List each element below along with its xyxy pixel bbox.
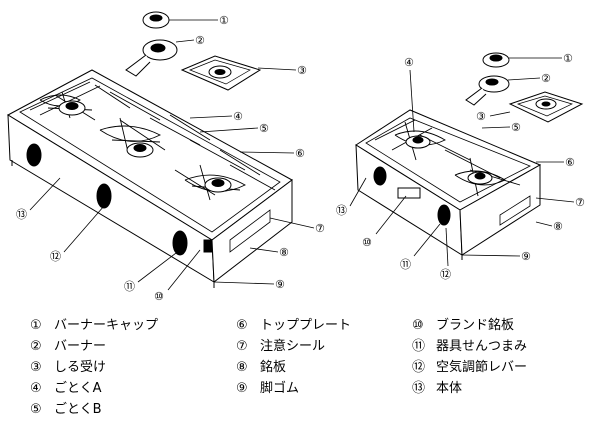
- callout-4-left: ④: [233, 110, 243, 123]
- body-side-left: [211, 179, 293, 283]
- callout-13-left: ⑬: [16, 208, 27, 221]
- air-lever-left-3: [172, 230, 188, 256]
- callout-3-left: ③: [297, 64, 307, 77]
- callout-2-right: ②: [541, 72, 551, 85]
- callout-8-right: ⑧: [553, 220, 563, 233]
- body-side-right: [459, 164, 541, 256]
- burner-left-1: [58, 100, 86, 116]
- callout-10-left: ⑩: [154, 290, 164, 303]
- legend-item-11: ⑪ 器具せんつまみ: [412, 339, 527, 355]
- callout-11-right: ⑪: [400, 258, 411, 271]
- burner-left-2: [126, 142, 154, 158]
- legend-item-6: ⑥ トッププレート: [236, 318, 351, 334]
- legend-num: ⑤: [30, 402, 42, 417]
- legend-label: 銘板: [260, 360, 287, 375]
- legend-num: ⑫: [412, 360, 426, 375]
- callout-10-right: ⑩: [362, 236, 372, 249]
- callout-7-left: ⑦: [315, 222, 325, 235]
- burner-right-2: [467, 171, 493, 185]
- legend-item-2: ② バーナー: [30, 339, 106, 355]
- burner-left-3: [204, 177, 232, 193]
- legend-item-9: ⑨ 脚ゴム: [236, 381, 299, 397]
- legend-num: ⑥: [236, 318, 248, 333]
- legend-num: ④: [30, 381, 42, 396]
- drip-pan-right: [508, 91, 584, 123]
- callout-8-left: ⑧: [279, 246, 289, 259]
- legend-num: ②: [30, 339, 42, 354]
- legend-num: ⑨: [236, 381, 248, 396]
- callout-5-right: ⑤: [511, 121, 521, 134]
- callout-6-right: ⑥: [565, 156, 575, 169]
- three-burner-stove: [6, 11, 293, 288]
- legend-item-10: ⑩ ブランド銘板: [412, 318, 514, 334]
- legend-label: 脚ゴム: [260, 381, 300, 396]
- drip-pan-left: [180, 55, 262, 91]
- legend-num: ⑧: [236, 360, 248, 375]
- air-lever-left-1: [26, 143, 42, 167]
- burner-cap-right: [482, 52, 510, 68]
- legend-label: ブランド銘板: [436, 318, 515, 333]
- callout-1-right: ①: [563, 52, 573, 65]
- callout-2-left: ②: [195, 34, 205, 47]
- legend-label: トッププレート: [260, 318, 352, 333]
- legend-num: ⑪: [412, 339, 426, 354]
- callout-6-left: ⑥: [295, 147, 305, 160]
- legend-num: ⑩: [412, 318, 424, 333]
- legend-item-12: ⑫ 空気調節レバー: [412, 360, 527, 376]
- callout-11-left: ⑪: [124, 280, 135, 293]
- legend-item-7: ⑦ 注意シール: [236, 339, 325, 355]
- legend-label: しる受け: [54, 360, 107, 375]
- legend-num: ⑦: [236, 339, 248, 354]
- burner-right-exploded: [465, 75, 510, 106]
- legend-item-1: ① バーナーキャップ: [30, 318, 158, 334]
- legend-label: 器具せんつまみ: [436, 339, 528, 354]
- legend-label: 注意シール: [260, 339, 326, 354]
- legend-num: ①: [30, 318, 42, 333]
- burner-right-1: [405, 135, 431, 149]
- callout-4-right: ④: [404, 56, 414, 69]
- burner-cap-left: [142, 11, 170, 29]
- legend-label: バーナー: [54, 339, 107, 354]
- leader-lines: [29, 19, 575, 291]
- legend-item-4: ④ ごとくA: [30, 381, 102, 397]
- callout-3-right: ③: [476, 110, 486, 123]
- callout-12-right: ⑫: [440, 268, 451, 281]
- callout-9-right: ⑨: [521, 250, 531, 263]
- burner-left-exploded: [125, 39, 178, 77]
- knob-left: [203, 239, 213, 253]
- callout-12-left: ⑫: [50, 250, 61, 263]
- callout-5-left: ⑤: [259, 122, 269, 135]
- callout-13-right: ⑬: [336, 204, 347, 217]
- air-lever-left-2: [96, 183, 112, 209]
- air-lever-right-2: [437, 204, 451, 226]
- two-burner-stove: [355, 52, 584, 260]
- legend-label: 空気調節レバー: [436, 360, 528, 375]
- legend-label: 本体: [436, 381, 463, 396]
- legend-item-5: ⑤ ごとくB: [30, 402, 102, 418]
- callout-1-left: ①: [219, 14, 229, 27]
- brand-plate-right: [397, 187, 421, 199]
- legend-num: ⑬: [412, 381, 426, 396]
- legend-item-3: ③ しる受け: [30, 360, 106, 376]
- legend-item-13: ⑬ 本体: [412, 381, 462, 397]
- air-lever-right-1: [373, 166, 387, 186]
- callout-7-right: ⑦: [575, 196, 585, 209]
- callout-9-left: ⑨: [275, 278, 285, 291]
- legend-label: ごとくB: [54, 402, 102, 417]
- legend-label: バーナーキャップ: [54, 318, 159, 333]
- legend-item-8: ⑧ 銘板: [236, 360, 286, 376]
- legend-num: ③: [30, 360, 42, 375]
- legend-label: ごとくA: [54, 381, 102, 396]
